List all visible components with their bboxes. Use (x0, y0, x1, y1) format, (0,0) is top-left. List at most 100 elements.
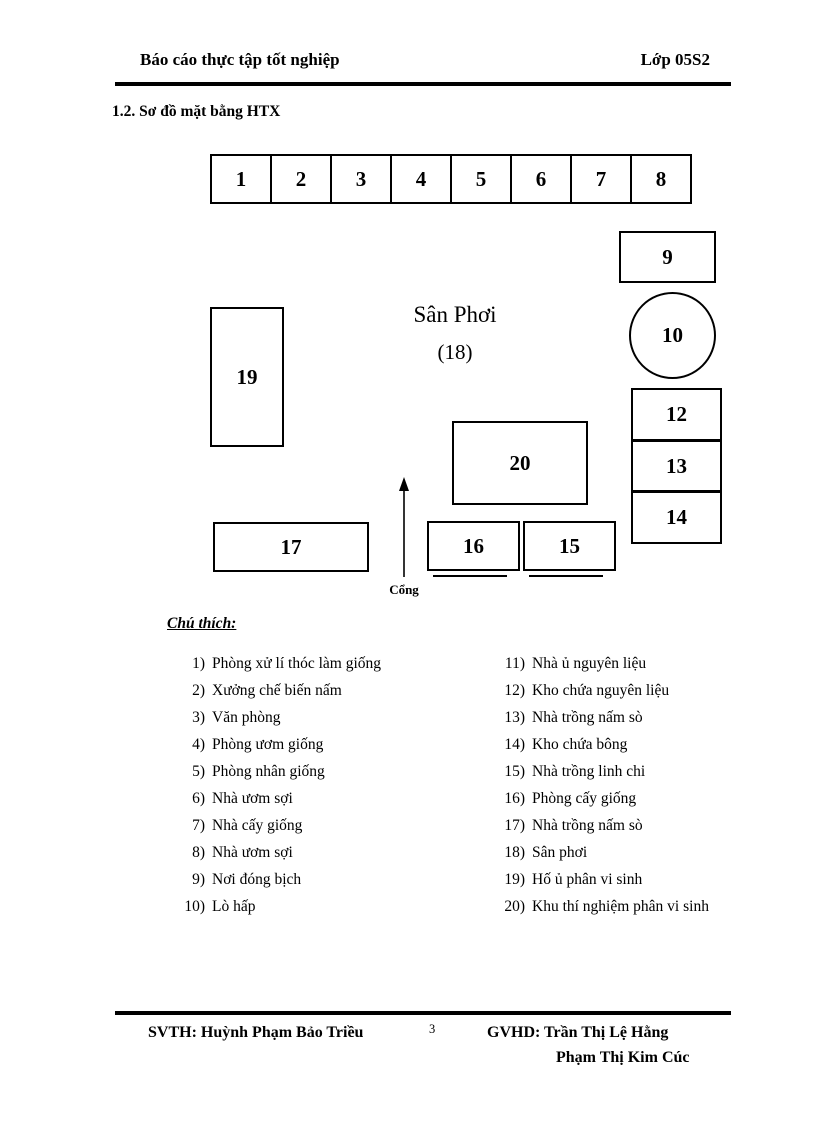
legend-item-text: Văn phòng (212, 708, 281, 726)
legend-left-column: 1) Phòng xử lí thóc làm giống 2) Xưởng c… (178, 650, 488, 920)
legend-item-number: 15) (504, 762, 525, 780)
diagram-circle-10: 10 (629, 292, 716, 379)
legend-item: 11) Nhà ủ nguyên liệu (498, 650, 808, 677)
legend-item: 14) Kho chứa bông (498, 731, 808, 758)
site-plan-diagram: 1 2 3 4 5 6 7 8 9 10 19 Sân Phơi (18) 12… (210, 154, 722, 597)
legend-item-number: 1) (192, 654, 205, 672)
legend-item-text: Phòng nhân giống (212, 762, 325, 780)
legend-item: 2) Xưởng chế biến nấm (178, 677, 488, 704)
legend-item: 7) Nhà cấy giống (178, 812, 488, 839)
footer-supervisor-1: GVHD: Trần Thị Lệ Hằng (487, 1024, 669, 1041)
sun-yard-label: Sân Phơi (18) (370, 302, 540, 365)
legend-item-text: Phòng ươm giống (212, 735, 324, 753)
legend-item-text: Hố ủ phân vi sinh (532, 870, 643, 888)
diagram-cell-3: 3 (332, 156, 392, 202)
legend-item-number: 7) (192, 816, 205, 834)
gate-arrow-icon (399, 477, 409, 577)
diagram-cell-2: 2 (272, 156, 332, 202)
section-title: 1.2. Sơ đồ mặt bằng HTX (112, 103, 281, 120)
legend-item-number: 18) (504, 843, 525, 861)
legend-item-number: 5) (192, 762, 205, 780)
legend-item-number: 2) (192, 681, 205, 699)
legend-item-text: Phòng cấy giống (532, 789, 637, 807)
legend-item-number: 8) (192, 843, 205, 861)
legend-item: 1) Phòng xử lí thóc làm giống (178, 650, 488, 677)
page-number: 3 (429, 1022, 436, 1036)
gate-label: Cổng (389, 582, 419, 597)
legend-item-text: Nhà trồng nấm sò (532, 708, 643, 726)
legend-item: 6) Nhà ươm sợi (178, 785, 488, 812)
legend-item: 13) Nhà trồng nấm sò (498, 704, 808, 731)
footer-supervisor-2: Phạm Thị Kim Cúc (556, 1049, 690, 1066)
legend-item-number: 6) (192, 789, 205, 807)
sun-yard-name: Sân Phơi (413, 302, 497, 327)
diagram-stack-12-13-14: 12 13 14 (631, 388, 722, 544)
legend-item: 4) Phòng ươm giống (178, 731, 488, 758)
legend-item-text: Nhà ươm sợi (212, 789, 293, 807)
sun-yard-number: (18) (437, 340, 473, 364)
legend-item-number: 16) (504, 789, 525, 807)
legend-item: 5) Phòng nhân giống (178, 758, 488, 785)
legend-item: 19) Hố ủ phân vi sinh (498, 866, 808, 893)
legend-item: 3) Văn phòng (178, 704, 488, 731)
diagram-box-19: 19 (210, 307, 284, 447)
legend-right-column: 11) Nhà ủ nguyên liệu 12) Kho chứa nguyê… (498, 650, 808, 920)
legend-item-text: Xưởng chế biến nấm (212, 681, 342, 699)
legend-item-number: 12) (504, 681, 525, 699)
diagram-cell-7: 7 (572, 156, 632, 202)
diagram-cell-5: 5 (452, 156, 512, 202)
diagram-cell-6: 6 (512, 156, 572, 202)
legend-title: Chú thích: (167, 615, 237, 632)
legend-item-text: Lò hấp (212, 897, 256, 915)
diagram-top-row: 1 2 3 4 5 6 7 8 (210, 154, 692, 204)
legend-item-text: Kho chứa bông (532, 735, 628, 753)
header-title: Báo cáo thực tập tốt nghiệp (140, 50, 340, 69)
legend-item-number: 9) (192, 870, 205, 888)
legend-item: 16) Phòng cấy giống (498, 785, 808, 812)
footer-student: SVTH: Huỳnh Phạm Bảo Triều (148, 1024, 364, 1041)
footer-rule (115, 1011, 731, 1015)
diagram-box-15: 15 (523, 521, 616, 571)
diagram-box-13: 13 (633, 438, 720, 491)
diagram-box-12: 12 (666, 401, 687, 426)
legend-item-text: Nhà trồng linh chi (532, 762, 646, 780)
diagram-box-14: 14 (633, 490, 720, 542)
legend-item: 9) Nơi đóng bịch (178, 866, 488, 893)
diagram-box-20: 20 (452, 421, 588, 505)
legend-item-text: Nơi đóng bịch (212, 870, 302, 888)
legend-item: 10) Lò hấp (178, 893, 488, 920)
page-header: Báo cáo thực tập tốt nghiệp Lớp 05S2 (140, 50, 710, 70)
diagram-cell-8: 8 (655, 166, 667, 191)
legend-item: 8) Nhà ươm sợi (178, 839, 488, 866)
legend-item-text: Kho chứa nguyên liệu (532, 681, 670, 699)
diagram-box-9: 9 (619, 231, 716, 283)
box-15-underline (529, 575, 603, 577)
legend-item: 15) Nhà trồng linh chi (498, 758, 808, 785)
box-16-underline (433, 575, 507, 577)
legend-item-text: Nhà ươm sợi (212, 843, 293, 861)
header-rule (115, 82, 731, 86)
legend-item-number: 3) (192, 708, 205, 726)
legend-item-text: Nhà trồng nấm sò (532, 816, 643, 834)
legend-item-number: 14) (504, 735, 525, 753)
legend-item: 20) Khu thí nghiệm phân vi sinh (498, 893, 808, 920)
legend-item-number: 20) (504, 897, 525, 915)
legend-item-text: Khu thí nghiệm phân vi sinh (532, 897, 709, 915)
legend-item-text: Sân phơi (532, 843, 588, 861)
legend-item-text: Nhà cấy giống (212, 816, 303, 834)
diagram-box-17: 17 (213, 522, 369, 572)
diagram-box-16: 16 (427, 521, 520, 571)
legend-item: 17) Nhà trồng nấm sò (498, 812, 808, 839)
legend-item-text: Nhà ủ nguyên liệu (532, 654, 647, 672)
diagram-cell-4: 4 (392, 156, 452, 202)
legend-item-number: 17) (504, 816, 525, 834)
legend-item-number: 13) (504, 708, 525, 726)
legend-item-number: 10) (184, 897, 205, 915)
legend-item-number: 4) (192, 735, 205, 753)
legend-item: 18) Sân phơi (498, 839, 808, 866)
legend-item-text: Phòng xử lí thóc làm giống (212, 654, 381, 672)
legend-item: 12) Kho chứa nguyên liệu (498, 677, 808, 704)
legend-item-number: 11) (504, 654, 525, 672)
legend-item-number: 19) (504, 870, 525, 888)
